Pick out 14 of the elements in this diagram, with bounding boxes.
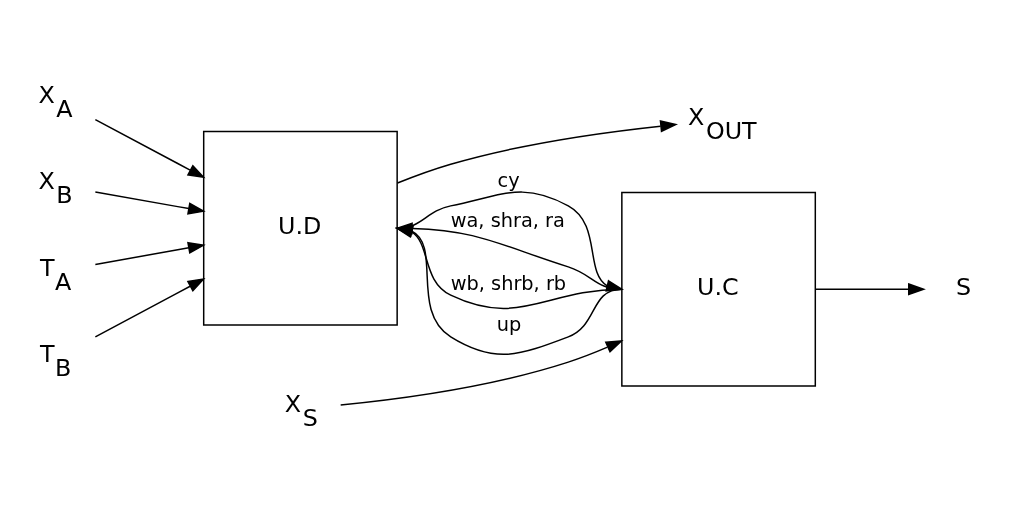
edge-label: wb, shrb, rb (450, 271, 567, 295)
arrow (815, 282, 926, 295)
edge-label: wa, shra, ra (450, 208, 565, 232)
edge-label: up (496, 312, 522, 336)
arrow (94, 118, 206, 178)
arrow (396, 119, 679, 184)
node-box: U.D (202, 130, 398, 326)
node-text: S (955, 272, 972, 301)
arrow (94, 241, 206, 265)
arrow (94, 190, 206, 215)
node-box: U.C (621, 191, 817, 387)
edge-label: cy (497, 168, 520, 192)
arrow (339, 339, 624, 406)
arrow (94, 277, 206, 338)
